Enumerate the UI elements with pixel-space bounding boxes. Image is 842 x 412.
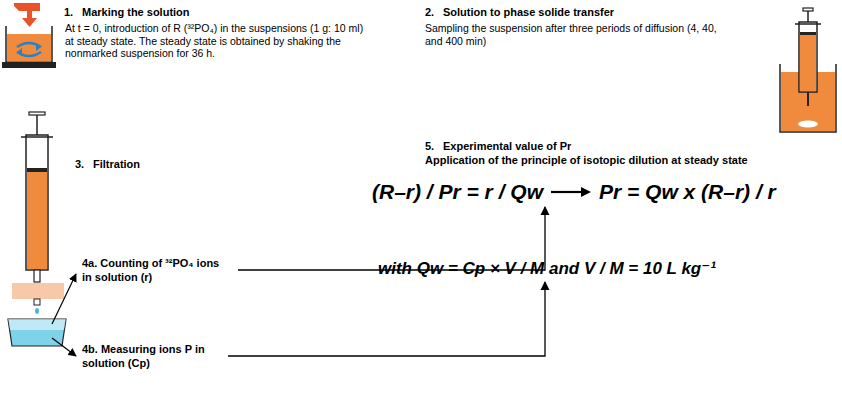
marking-arrow [14,3,40,27]
step-number: 5. [425,140,434,153]
equation-text: with Qw = Cp × V / M and V / M = 10 L kg… [378,258,716,279]
step-number: 2. [425,6,434,19]
implies-arrow [549,185,593,199]
leader-arrows [52,274,76,356]
step-number: 1. [64,6,73,19]
step-title: Experimental value of Pr [443,140,571,153]
note-text: 4a. Counting of ³²PO₄ ions in solution (… [82,257,219,283]
step-title: Solution to phase solide transfer [443,6,614,19]
equation-text: Pr = Qw x (R–r) / r [599,180,776,204]
step-subtitle: Application of the principle of isotopic… [425,154,825,167]
equation-text: (R–r) / Pr = r / Qw [372,180,543,204]
step-text: At t = 0, introduction of R (³²PO₄) in t… [65,22,365,60]
equation: (R–r) / Pr = r / Qw Pr = Qw x (R–r) / r [372,180,776,204]
connector-arrow [228,282,545,356]
step-note: 4b. Measuring ions P in solution (Cp) [82,342,222,370]
step-text: Sampling the suspension after three peri… [425,22,725,47]
step-title: Filtration [93,158,140,171]
note-text: 4b. Measuring ions P in solution (Cp) [82,343,205,369]
step-number: 3. [75,158,84,171]
step-title: Marking the solution [82,6,190,19]
beaker-syringe [780,8,836,132]
step-note: 4a. Counting of ³²PO₄ ions in solution (… [82,256,232,284]
beaker-stirring [2,26,56,68]
filtration-syringe [8,112,66,346]
equation: with Qw = Cp × V / M and V / M = 10 L kg… [378,258,716,279]
